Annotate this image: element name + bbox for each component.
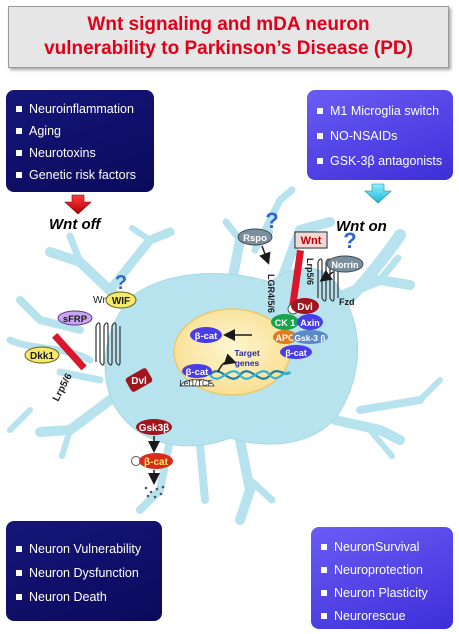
- outcome-on-item: NeuronSurvival: [321, 535, 445, 558]
- lrp56-receptor-left: [52, 332, 87, 371]
- outcome-on-item: Neuron Plasticity: [321, 581, 445, 604]
- bullet-icon: [317, 132, 323, 139]
- apc-badge: APC: [273, 330, 297, 344]
- degradation-fragments-icon: [144, 485, 165, 499]
- bullet-icon: [321, 566, 327, 573]
- interventions-box: M1 Microglia switch NO-NSAIDs GSK-3β ant…: [307, 90, 453, 180]
- svg-text:β-cat: β-cat: [144, 457, 169, 468]
- target-genes-line2: genes: [235, 358, 260, 368]
- svg-text:β-cat: β-cat: [285, 348, 307, 358]
- bullet-icon: [16, 128, 22, 134]
- unknown-mark-norrin: ?: [343, 228, 356, 253]
- outcome-on-item: Neuroprotection: [321, 558, 445, 581]
- svg-text:β-cat: β-cat: [195, 331, 219, 342]
- bullet-icon: [321, 589, 327, 596]
- bullet-icon: [16, 546, 22, 552]
- intervention-item: M1 Microglia switch: [317, 98, 445, 123]
- bullet-icon: [16, 594, 22, 600]
- dkk1-badge: Dkk1: [24, 346, 60, 364]
- lrp56-label-left: Lrp5/6: [51, 371, 75, 403]
- svg-text:APC: APC: [275, 333, 295, 343]
- fzd-label: Fzd: [339, 297, 355, 307]
- wnt-on-outcomes-box: NeuronSurvival Neuroprotection Neuron Pl…: [311, 527, 453, 629]
- svg-text:Dvl: Dvl: [297, 302, 313, 313]
- bcat-cytoplasm-badge: β-cat: [190, 327, 222, 343]
- bullet-icon: [321, 612, 327, 619]
- wnt-on-arrow-icon: [364, 183, 392, 204]
- svg-text:β-cat: β-cat: [186, 367, 210, 378]
- arrow-transcription: [217, 353, 237, 373]
- target-genes-line1: Target: [234, 348, 260, 358]
- intervention-item: GSK-3β antagonists: [317, 148, 445, 173]
- bullet-icon: [16, 106, 22, 112]
- unknown-mark-rspo: ?: [265, 208, 278, 233]
- svg-text:Dkk1: Dkk1: [30, 351, 54, 362]
- risk-factors-box: Neuroinflammation Aging Neurotoxins Gene…: [6, 90, 154, 192]
- risk-factor-item: Aging: [16, 120, 146, 142]
- svg-text:Wnt: Wnt: [301, 235, 322, 247]
- svg-text:Dvl: Dvl: [131, 376, 147, 387]
- svg-text:Norrin: Norrin: [332, 260, 359, 270]
- bullet-icon: [321, 543, 327, 550]
- bcat-nuclear-badge: β-cat: [182, 364, 212, 378]
- wnt-right-badge: Wnt: [294, 231, 328, 249]
- outcome-off-item: Neuron Death: [16, 585, 154, 609]
- risk-factor-item: Neurotoxins: [16, 142, 146, 164]
- gsk3b-left-badge: Gsk3β: [136, 419, 172, 435]
- lrp56-receptor-right: [288, 249, 304, 309]
- bcat-complex-badge: β-cat: [280, 345, 312, 359]
- norrin-badge: Norrin: [326, 255, 364, 273]
- unknown-mark-left: ?: [115, 272, 127, 294]
- risk-factor-item: Genetic risk factors: [16, 164, 146, 186]
- outcome-off-item: Neuron Vulnerability: [16, 537, 154, 561]
- bullet-icon: [317, 157, 323, 164]
- bullet-icon: [16, 570, 22, 576]
- title-banner: Wnt signaling and mDA neuron vulnerabili…: [8, 6, 449, 68]
- lrp56-label-right: Lrp5/6: [305, 258, 315, 285]
- svg-text:WIF: WIF: [112, 296, 130, 307]
- wnt-off-arrow-icon: [64, 194, 92, 215]
- sfrp-badge: sFRP: [57, 310, 93, 326]
- wnt-label-left: Wnt: [93, 295, 111, 306]
- svg-text:Rspo: Rspo: [243, 233, 267, 244]
- arrow-norrin: [319, 269, 334, 282]
- outcome-on-item: Neurorescue: [321, 604, 445, 627]
- svg-text:Axin: Axin: [300, 318, 320, 328]
- dvl-left-badge: Dvl: [125, 368, 153, 392]
- lef-tcf-shape: [179, 378, 215, 387]
- rspo-badge: Rspo: [237, 228, 273, 246]
- lef-tcf-label: Lef1/TCF: [179, 379, 212, 388]
- outcome-off-item: Neuron Dysfunction: [16, 561, 154, 585]
- svg-text:CK 1: CK 1: [275, 318, 296, 328]
- dna-helix-icon: [209, 370, 291, 380]
- risk-factor-item: Neuroinflammation: [16, 98, 146, 120]
- wnt-off-label: Wnt off: [49, 216, 101, 233]
- bullet-icon: [317, 107, 323, 114]
- title-line-1: Wnt signaling and mDA neuron: [87, 14, 370, 35]
- wnt-on-label: Wnt on: [336, 218, 387, 235]
- bullet-icon: [16, 172, 22, 178]
- svg-text:Gsk3β: Gsk3β: [139, 423, 170, 434]
- fzd-receptor-left-icon: [95, 322, 121, 366]
- ck1-badge: CK 1: [271, 314, 299, 330]
- bcat-left-badge: β-cat: [139, 453, 173, 469]
- gsk3b-complex-badge: Gsk-3 β: [292, 330, 328, 344]
- intervention-item: NO-NSAIDs: [317, 123, 445, 148]
- arrow-rspo: [259, 245, 271, 265]
- title-line-2: vulnerability to Parkinson’s Disease (PD…: [44, 38, 413, 59]
- svg-text:sFRP: sFRP: [63, 314, 88, 325]
- bullet-icon: [16, 150, 22, 156]
- lgr-label: LGR4/5/6: [266, 274, 276, 313]
- wnt-off-outcomes-box: Neuron Vulnerability Neuron Dysfunction …: [6, 521, 162, 621]
- wif-badge: WIF: [105, 291, 137, 309]
- svg-text:Gsk-3 β: Gsk-3 β: [294, 333, 325, 343]
- axin-badge: Axin: [297, 314, 323, 330]
- dvl-right-badge: Dvl: [291, 298, 319, 314]
